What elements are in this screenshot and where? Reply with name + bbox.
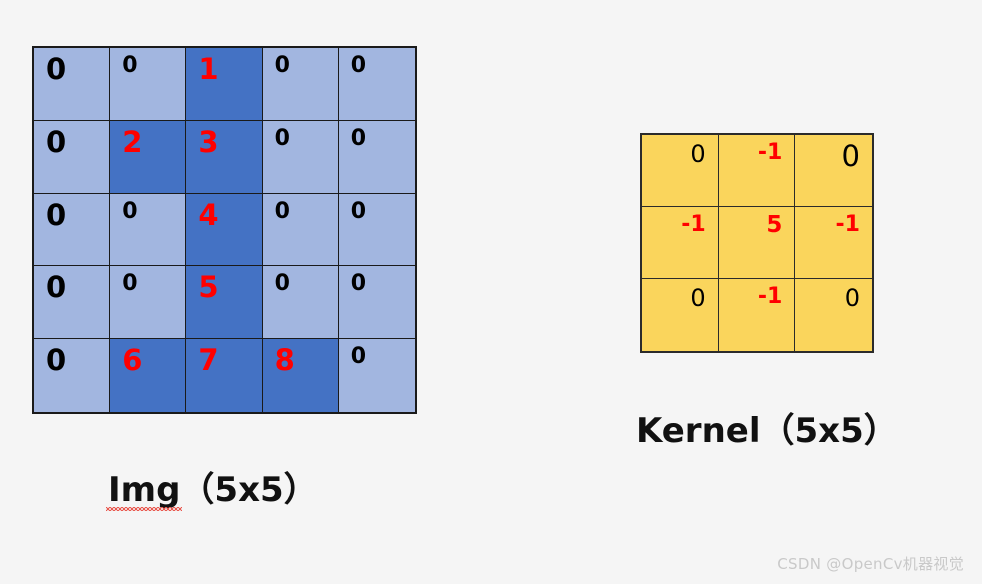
kernel-cell-value: -1 — [835, 212, 860, 237]
image-cell-value: 0 — [46, 52, 67, 86]
kernel-grid-caption: Kernel（5x5） — [636, 414, 898, 448]
kernel-cell-r2c2: 5 — [718, 207, 796, 279]
image-cell-value: 0 — [350, 53, 367, 78]
image-cell-value: 0 — [350, 344, 367, 370]
kernel-cell-r2c1: -1 — [642, 207, 719, 279]
image-cell-value: 0 — [274, 198, 290, 224]
image-cell-r3c3: 4 — [186, 193, 263, 267]
image-cell-value: 0 — [46, 270, 67, 305]
image-cell-value: 8 — [274, 343, 295, 378]
kernel-cell-value: -1 — [757, 140, 783, 165]
kernel-cell-value: -1 — [757, 284, 783, 309]
image-cell-value: 0 — [46, 343, 67, 378]
image-cell-value: 0 — [274, 271, 290, 297]
kernel-cell-r3c2: -1 — [718, 279, 796, 351]
image-cell-r1c4: 0 — [262, 48, 339, 121]
kernel-cell-r3c3: 0 — [795, 279, 872, 351]
image-cell-value: 1 — [198, 52, 219, 86]
image-cell-r4c1: 0 — [34, 266, 111, 340]
image-grid-caption: Img（5x5） — [105, 470, 318, 511]
image-cell-value: 6 — [122, 343, 143, 378]
kernel-cell-r1c1: 0 — [642, 135, 719, 207]
kernel-cell-value: 0 — [844, 284, 860, 312]
image-cell-r4c4: 0 — [262, 266, 339, 340]
image-cell-r4c5: 0 — [338, 266, 415, 340]
image-cell-r5c3: 7 — [186, 339, 263, 412]
image-cell-r5c2: 6 — [110, 339, 187, 412]
image-cell-r5c1: 0 — [34, 339, 111, 412]
kernel-matrix-grid: 0 -1 0 -1 5 -1 0 -1 0 — [640, 133, 874, 353]
image-cell-value: 0 — [350, 271, 367, 297]
kernel-grid-caption-name: Kernel — [636, 411, 761, 451]
kernel-cell-r1c3: 0 — [795, 135, 872, 207]
image-cell-r3c2: 0 — [110, 193, 187, 267]
image-matrix-grid: 0 0 1 0 0 0 2 3 0 0 0 0 4 0 0 0 0 5 0 0 0 6 7 8 0 — [32, 46, 417, 414]
image-cell-value: 0 — [274, 53, 290, 78]
kernel-cell-r3c1: 0 — [642, 279, 719, 351]
image-cell-value: 5 — [198, 270, 219, 305]
image-cell-r1c1: 0 — [34, 48, 111, 121]
image-cell-r2c5: 0 — [338, 120, 415, 194]
kernel-cell-r1c2: -1 — [718, 135, 796, 207]
image-cell-value: 0 — [274, 125, 290, 151]
image-cell-value: 0 — [46, 197, 67, 232]
image-cell-r3c1: 0 — [34, 193, 111, 267]
kernel-cell-value: 0 — [690, 140, 706, 168]
image-cell-value: 0 — [122, 53, 138, 78]
image-cell-r2c3: 3 — [186, 120, 263, 194]
image-cell-value: 0 — [122, 198, 138, 224]
image-cell-r3c5: 0 — [338, 193, 415, 267]
image-cell-value: 2 — [122, 124, 143, 159]
image-cell-r2c1: 0 — [34, 120, 111, 194]
image-cell-r1c2: 0 — [110, 48, 187, 121]
image-cell-r4c2: 0 — [110, 266, 187, 340]
image-cell-r1c3: 1 — [186, 48, 263, 121]
image-cell-r4c3: 5 — [186, 266, 263, 340]
image-cell-value: 0 — [46, 124, 67, 159]
image-cell-value: 0 — [122, 271, 138, 297]
image-cell-value: 4 — [198, 197, 219, 232]
image-cell-value: 3 — [198, 124, 219, 159]
image-cell-r5c4: 8 — [262, 339, 339, 412]
kernel-cell-r2c3: -1 — [795, 207, 872, 279]
image-cell-r1c5: 0 — [338, 48, 415, 121]
image-cell-value: 7 — [198, 343, 219, 378]
image-cell-value: 0 — [350, 125, 367, 151]
image-cell-r2c4: 0 — [262, 120, 339, 194]
csdn-watermark: CSDN @OpenCv机器视觉 — [777, 555, 964, 573]
image-cell-r2c2: 2 — [110, 120, 187, 194]
image-cell-r5c5: 0 — [338, 339, 415, 412]
kernel-grid-caption-size: （5x5） — [760, 411, 898, 451]
kernel-cell-value: 5 — [766, 212, 783, 238]
kernel-cell-value: -1 — [681, 212, 706, 237]
kernel-cell-value: 0 — [690, 284, 706, 312]
image-cell-value: 0 — [350, 198, 367, 224]
image-grid-caption-name: Img — [105, 470, 183, 511]
image-grid-caption-size: （5x5） — [180, 470, 318, 510]
image-cell-r3c4: 0 — [262, 193, 339, 267]
kernel-cell-value: 0 — [841, 139, 860, 173]
